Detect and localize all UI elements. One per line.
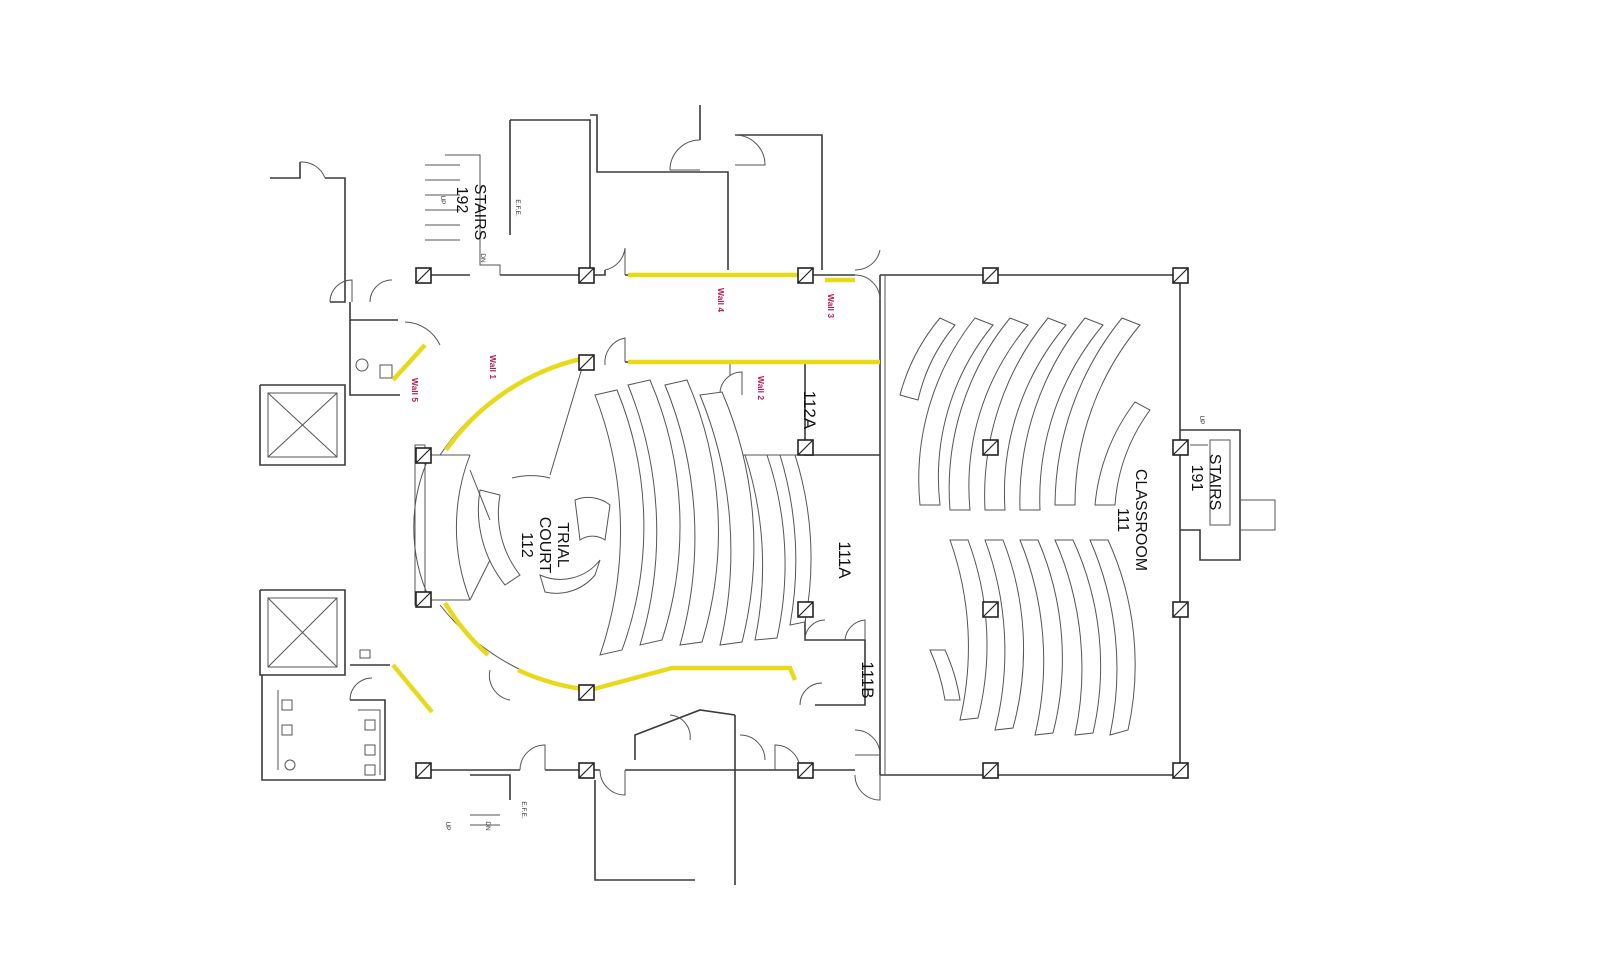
wall-1-highlight-lower [443, 601, 490, 657]
column [982, 601, 999, 618]
efe-top: E.F.E. [514, 199, 521, 217]
up-bottom: UP [444, 821, 451, 830]
column [415, 591, 432, 608]
trial-court-area [413, 357, 611, 691]
wall-2-label: Wall 2 [756, 376, 766, 401]
column [797, 601, 814, 618]
wall-3-label: Wall 3 [826, 294, 836, 319]
wall-1-label: Wall 1 [488, 355, 498, 380]
stairs-191-up: UP [1198, 415, 1205, 424]
wall-labels: Wall 1 Wall 2 Wall 3 Wall 4 Wall 5 [410, 288, 836, 403]
trial-court-label: TRIAL COURT 112 [518, 517, 571, 574]
column [797, 762, 814, 779]
column [1172, 601, 1189, 618]
wall-5-label: Wall 5 [410, 378, 420, 403]
stairs-192-number: 192 [453, 187, 470, 214]
classroom-label: CLASSROOM 111 [1114, 469, 1149, 571]
column [1172, 439, 1189, 456]
column [578, 267, 595, 284]
room-112a-label: 112A [800, 391, 819, 430]
stairs-191-number: 191 [1188, 465, 1205, 492]
stairs-192-dn: DN [479, 253, 486, 263]
column [797, 439, 814, 456]
efe-bottom: E.F.E. [520, 801, 527, 819]
wall-1-highlight [444, 355, 586, 452]
wall-5-highlight [391, 343, 427, 382]
classroom-number: 111 [1114, 508, 1131, 532]
door-swings [299, 134, 881, 801]
column [415, 762, 432, 779]
column [982, 439, 999, 456]
column [797, 267, 814, 284]
stairs-191-name: STAIRS [1206, 454, 1223, 511]
trial-court-line2: COURT [536, 517, 553, 574]
column [578, 354, 595, 371]
column [982, 267, 999, 284]
wall-bottom-arc-highlight [517, 665, 798, 693]
classroom-name: CLASSROOM [1132, 469, 1149, 571]
column [578, 762, 595, 779]
stairs-191-label: STAIRS 191 [1188, 454, 1223, 511]
highlighted-walls [391, 272, 880, 714]
column [415, 447, 432, 464]
room-111b-label: 111B [858, 661, 877, 698]
column [578, 684, 595, 701]
room-111a-label: 111A [835, 541, 854, 579]
column [1172, 267, 1189, 284]
stairs-192-name: STAIRS [471, 184, 488, 241]
trial-court-number: 112 [518, 532, 535, 558]
column [415, 267, 432, 284]
stairs-192-label: STAIRS 192 [453, 184, 488, 241]
column [982, 762, 999, 779]
court-seating [594, 379, 812, 656]
stairs-192-up: UP [439, 195, 446, 204]
classroom-seating [899, 317, 1151, 736]
wall-bottom-left-highlight [391, 663, 434, 714]
trial-court-line1: TRIAL [554, 522, 571, 567]
dn-bottom: DN [484, 821, 491, 831]
columns [415, 267, 1189, 779]
wall-4-label: Wall 4 [716, 288, 726, 313]
column [1172, 762, 1189, 779]
